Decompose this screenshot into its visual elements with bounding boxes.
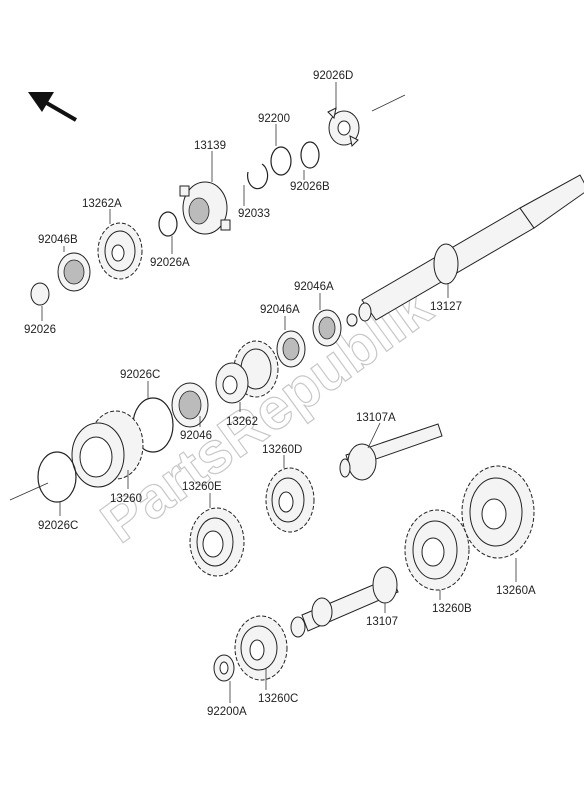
part-13260-gear[interactable] [71,410,144,488]
part-13260a-gear[interactable] [461,465,535,559]
label-13260: 13260 [110,493,142,505]
label-13127: 13127 [430,301,462,313]
part-92046b-bearing[interactable] [57,252,91,292]
part-92033-circlip[interactable] [247,163,269,190]
label-92046: 92046 [180,430,212,442]
part-92026b-ring[interactable] [300,141,320,169]
label-13107: 13107 [366,616,398,628]
label-92026b: 92026B [290,181,330,193]
part-13260e-gear[interactable] [189,507,245,577]
label-92026: 92026 [24,324,56,336]
part-13139-hub[interactable] [179,181,231,235]
part-92046a-bearing-lower[interactable] [276,330,306,368]
part-92200a-washer[interactable] [213,654,235,682]
label-13260c: 13260C [258,693,298,705]
label-92200: 92200 [258,113,290,125]
part-92046a-bearing-upper[interactable] [312,309,342,347]
label-92026a: 92026A [150,257,190,269]
part-92026c-ring-lower[interactable] [37,451,77,503]
label-13260e: 13260E [182,481,222,493]
label-92200a: 92200A [207,706,247,718]
label-92026c-top: 92026C [120,369,160,381]
label-13107a: 13107A [356,412,396,424]
part-92026a-ring[interactable] [158,211,178,237]
part-92026-washer[interactable] [30,282,50,306]
label-92046a-top: 92046A [294,281,334,293]
label-13260b: 13260B [432,603,472,615]
part-92026d-lock-washer[interactable] [327,107,360,148]
part-13127-shaft[interactable] [346,174,584,327]
part-13107-shaft[interactable] [290,566,399,638]
label-92026c: 92026C [38,520,78,532]
part-92200-ring[interactable] [270,146,292,176]
arrow-up-left-icon [28,92,78,122]
part-13260c-gear[interactable] [234,615,288,681]
part-13260b-gear[interactable] [404,509,470,591]
label-92046b: 92046B [38,234,78,246]
part-13262a-gear[interactable] [97,222,143,280]
label-13260a: 13260A [496,585,536,597]
label-13139: 13139 [194,140,226,152]
label-13262: 13262 [226,416,258,428]
label-92026d: 92026D [313,70,353,82]
label-92046a: 92046A [260,304,300,316]
label-13262a: 13262A [82,198,122,210]
axis-guide-lines [9,94,406,501]
label-92033: 92033 [238,208,270,220]
label-13260d: 13260D [262,444,302,456]
part-13107a-shaft[interactable] [339,423,443,481]
part-13262-gear[interactable] [215,340,279,404]
leader-lines [41,82,517,703]
part-92046-bearing[interactable] [171,382,209,428]
part-13260d-gear[interactable] [265,467,315,533]
